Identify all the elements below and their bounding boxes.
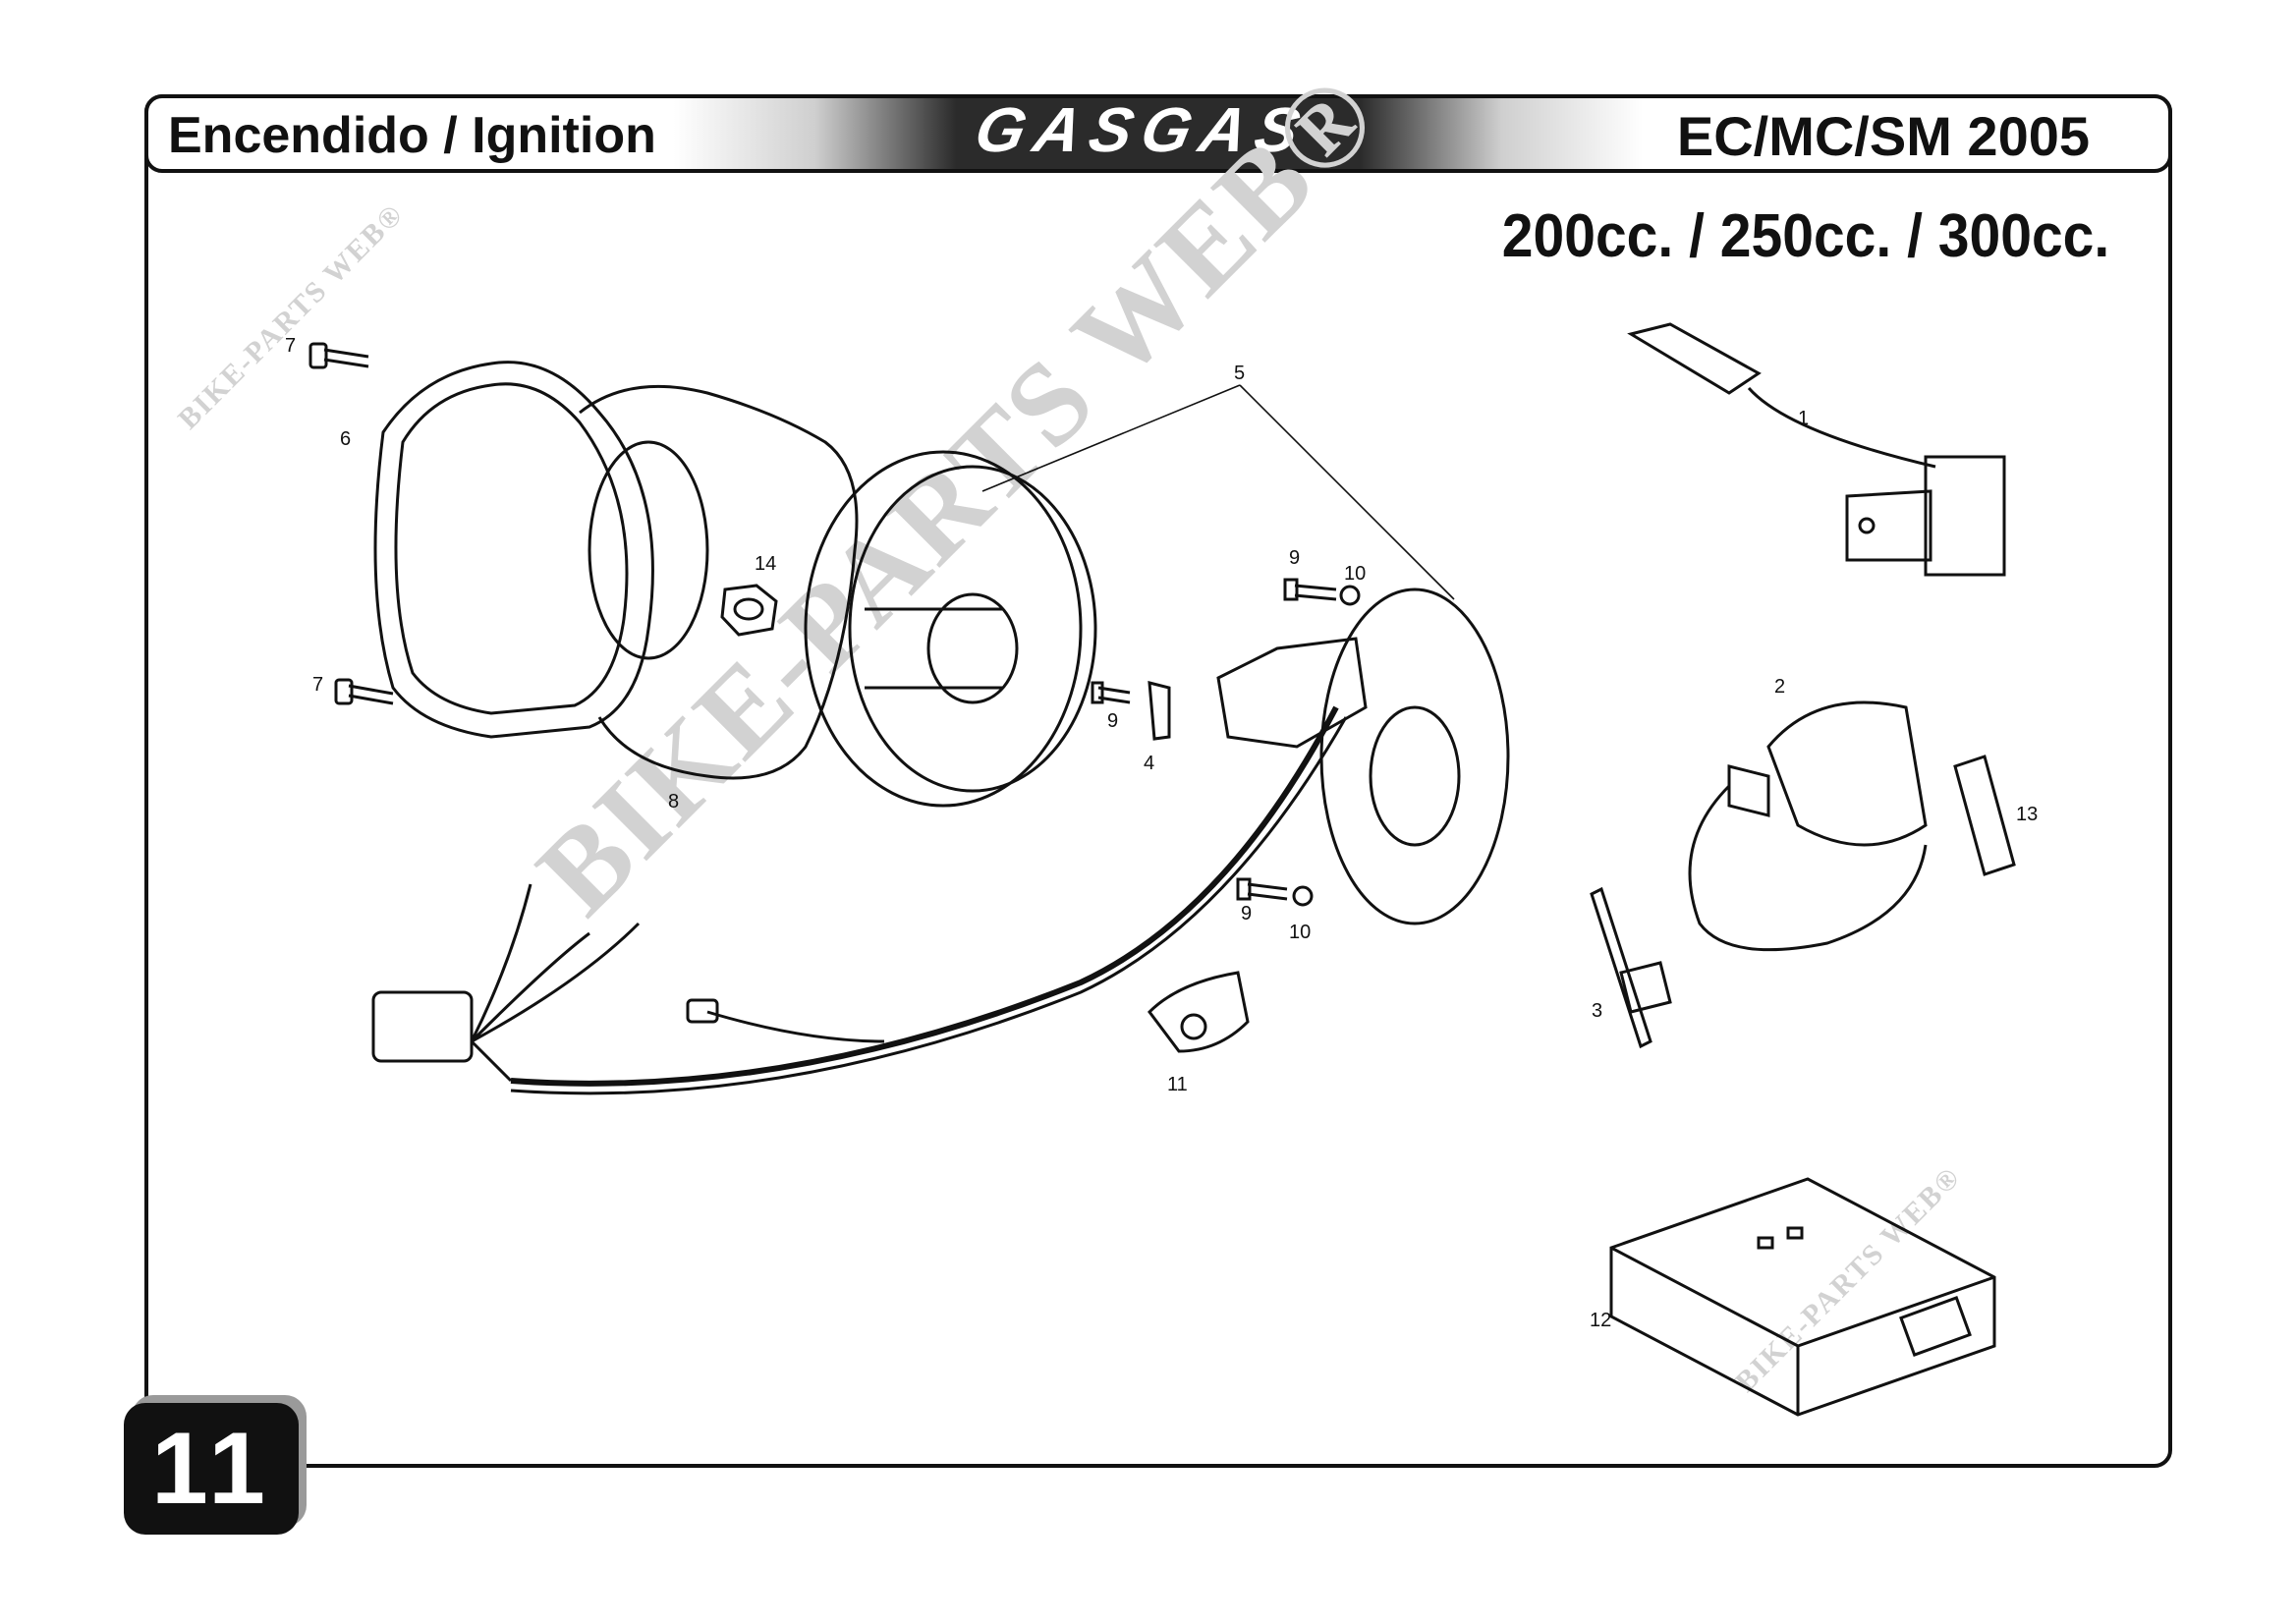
callout-labels: 1 2 3 4 5 6 7 7 8 9 9 9 10 10 11 12 13 1… xyxy=(285,335,2038,1331)
stator-bolt-lower xyxy=(1236,877,1288,901)
page-number-tab: 11 xyxy=(124,1403,299,1535)
displacement-label: 200cc. / 250cc. / 300cc. xyxy=(1501,202,2109,270)
brand-logo-text: GASGAS xyxy=(969,96,1316,165)
callout-7-lower: 7 xyxy=(312,674,323,696)
regulator-part xyxy=(1627,322,2006,577)
header-bar: Encendido / Ignition EC/MC/SM 2005 xyxy=(144,94,2172,173)
cover-screw-lower xyxy=(334,678,394,705)
section-title: Encendido / Ignition xyxy=(168,107,656,164)
stator-bolt-upper xyxy=(1283,578,1337,601)
callout-9-lower: 9 xyxy=(1241,903,1252,924)
callout-9-pickup: 9 xyxy=(1107,710,1118,732)
cover-screw-upper xyxy=(308,342,369,369)
spark-plug-part xyxy=(1590,886,1672,1049)
pickup-sensor-part xyxy=(1148,971,1250,1053)
page-number: 11 xyxy=(151,1412,271,1526)
ignition-coil-part xyxy=(1688,700,1928,952)
callout-12: 12 xyxy=(1590,1310,1611,1331)
callout-7-upper: 7 xyxy=(285,335,296,357)
pickup-bolt xyxy=(1091,681,1131,704)
washer-upper xyxy=(1339,585,1361,606)
callout-2: 2 xyxy=(1774,676,1785,698)
nut-part xyxy=(720,584,778,637)
callout-4: 4 xyxy=(1144,753,1154,774)
leader-lines xyxy=(981,384,1455,600)
callout-13: 13 xyxy=(2016,804,2038,825)
washer-lower xyxy=(1292,885,1314,907)
flywheel-rotor-part xyxy=(804,450,1097,808)
callout-5: 5 xyxy=(1234,363,1245,384)
callout-10-lower: 10 xyxy=(1289,922,1311,943)
spark-plug-cap-part xyxy=(1953,755,2016,876)
model-range: EC/MC/SM 2005 xyxy=(1676,105,2090,167)
cdi-unit-part xyxy=(1609,1177,1996,1417)
stator-plate-part xyxy=(1216,588,1510,925)
callout-8: 8 xyxy=(668,791,679,812)
retaining-plate-part xyxy=(1148,681,1171,741)
callout-3: 3 xyxy=(1592,1000,1602,1022)
callout-1: 1 xyxy=(1798,408,1809,429)
cover-gasket-part xyxy=(373,361,654,739)
wiring-harness-part xyxy=(371,705,1348,1095)
ignition-cover-part xyxy=(579,384,859,780)
callout-9-upper: 9 xyxy=(1289,547,1300,569)
callout-10-upper: 10 xyxy=(1344,563,1366,585)
callout-11: 11 xyxy=(1167,1074,1188,1095)
callout-14: 14 xyxy=(755,553,776,575)
callout-6: 6 xyxy=(340,428,351,450)
gasgas-logo: GASGAS xyxy=(969,96,1316,165)
